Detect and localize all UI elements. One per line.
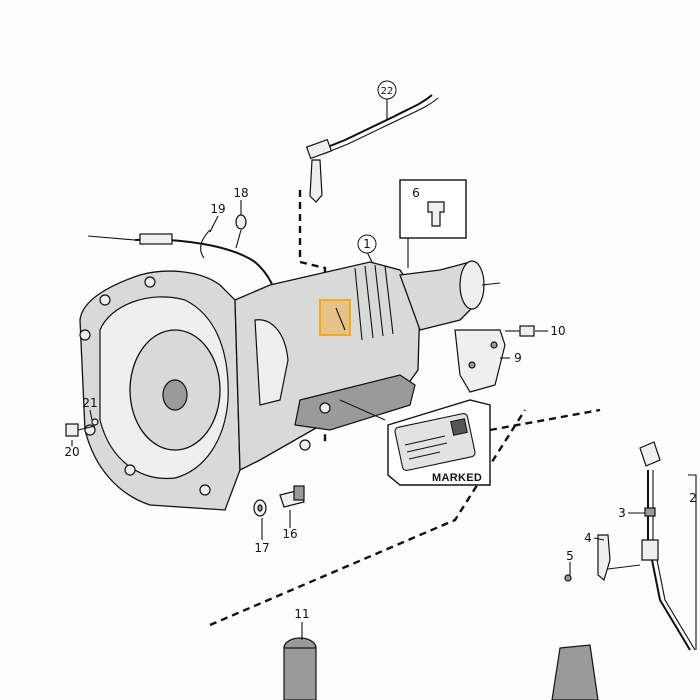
bell-bolts [79,276,211,496]
transmission-case [79,260,501,511]
callout-2: 2 [689,491,697,505]
dashed-guide-lower [209,409,527,627]
callout-18: 18 [233,186,248,200]
grommet-18 [235,214,247,249]
dashed-guide-right [489,408,601,432]
leader-lines [71,98,645,640]
callout-6: 6 [412,186,420,200]
bolt-10 [505,325,535,337]
bolt-20 [65,423,96,437]
callout-16: 16 [282,527,297,541]
callout-4: 4 [584,531,592,545]
mount-bracket [454,329,506,393]
callout-17: 17 [254,541,269,555]
callout-21: 21 [82,396,97,410]
callout-circle-22 [377,80,397,100]
highlight-box [319,299,351,336]
inset-part-6 [399,179,467,268]
callout-3: 3 [618,506,626,520]
bottom-part-11 [283,637,317,700]
callout-circle-1 [357,234,377,254]
highlight-leader [335,307,346,331]
bracket-2 [688,474,697,650]
bottom-part-right [551,644,599,700]
clip-4 [597,534,611,582]
callout-9: 9 [514,351,522,365]
callout-11: 11 [294,607,309,621]
callout-1: 1 [363,237,371,251]
selector-cable [599,441,696,651]
callout-19: 19 [210,202,225,216]
washer-17 [253,499,267,517]
washer-21 [91,418,99,426]
callout-22: 22 [381,86,394,97]
pin-5 [564,574,572,582]
marked-label: MARKED [432,472,482,484]
shift-rod [305,94,439,203]
callout-20: 20 [64,445,79,459]
callout-10: 10 [550,324,565,338]
callout-5: 5 [566,549,574,563]
bolt-16 [279,485,305,508]
inset-marked-plate [339,399,491,486]
